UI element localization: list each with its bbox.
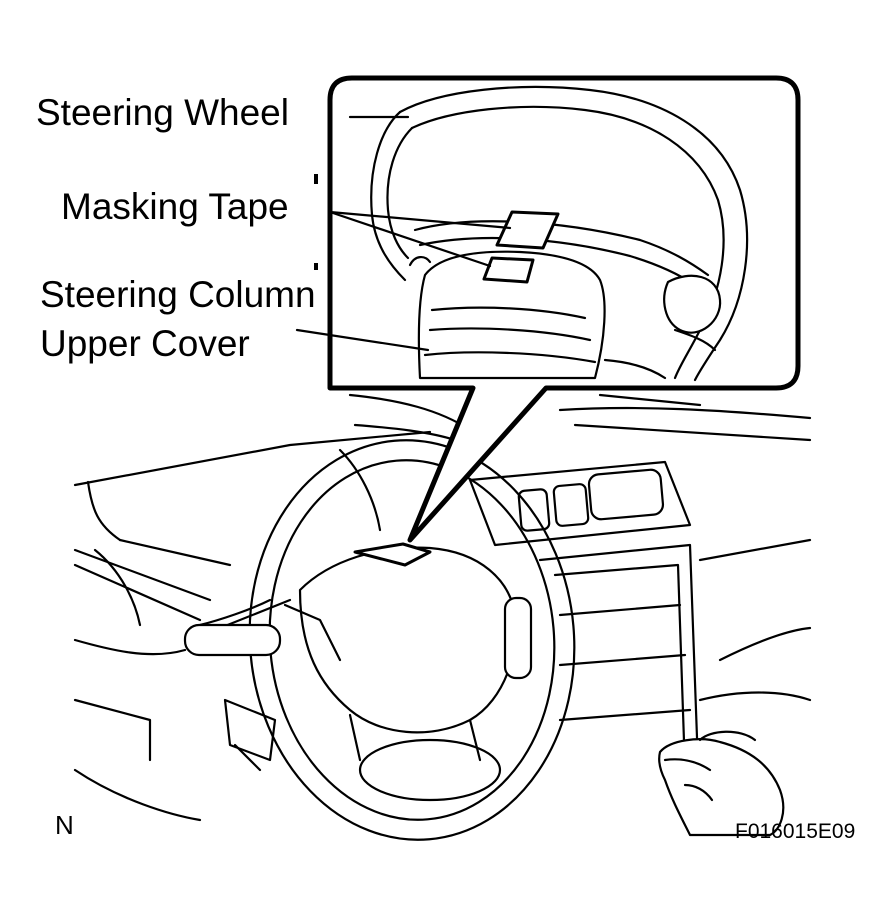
center-console-drawing [468, 460, 812, 822]
tick-mark-upper [314, 174, 318, 184]
leader-lines [295, 115, 512, 352]
label-steering-wheel: Steering Wheel [36, 92, 289, 133]
figure-code: F016015E09 [735, 820, 856, 843]
corner-letter: N [55, 810, 74, 840]
lower-steering-wheel [188, 439, 576, 841]
masking-tape-small [353, 542, 432, 567]
right-hand-drawing [658, 730, 785, 837]
masking-tape-upper [495, 210, 560, 250]
label-masking-tape: Masking Tape [61, 186, 289, 227]
zoomed-steering-wheel [370, 85, 749, 382]
left-stalk-drawing [183, 623, 282, 772]
label-steering-column-line2: Upper Cover [40, 323, 250, 364]
tick-mark-lower [314, 263, 318, 270]
label-steering-column-line1: Steering Column [40, 274, 316, 315]
masking-tape-lower [482, 256, 535, 284]
